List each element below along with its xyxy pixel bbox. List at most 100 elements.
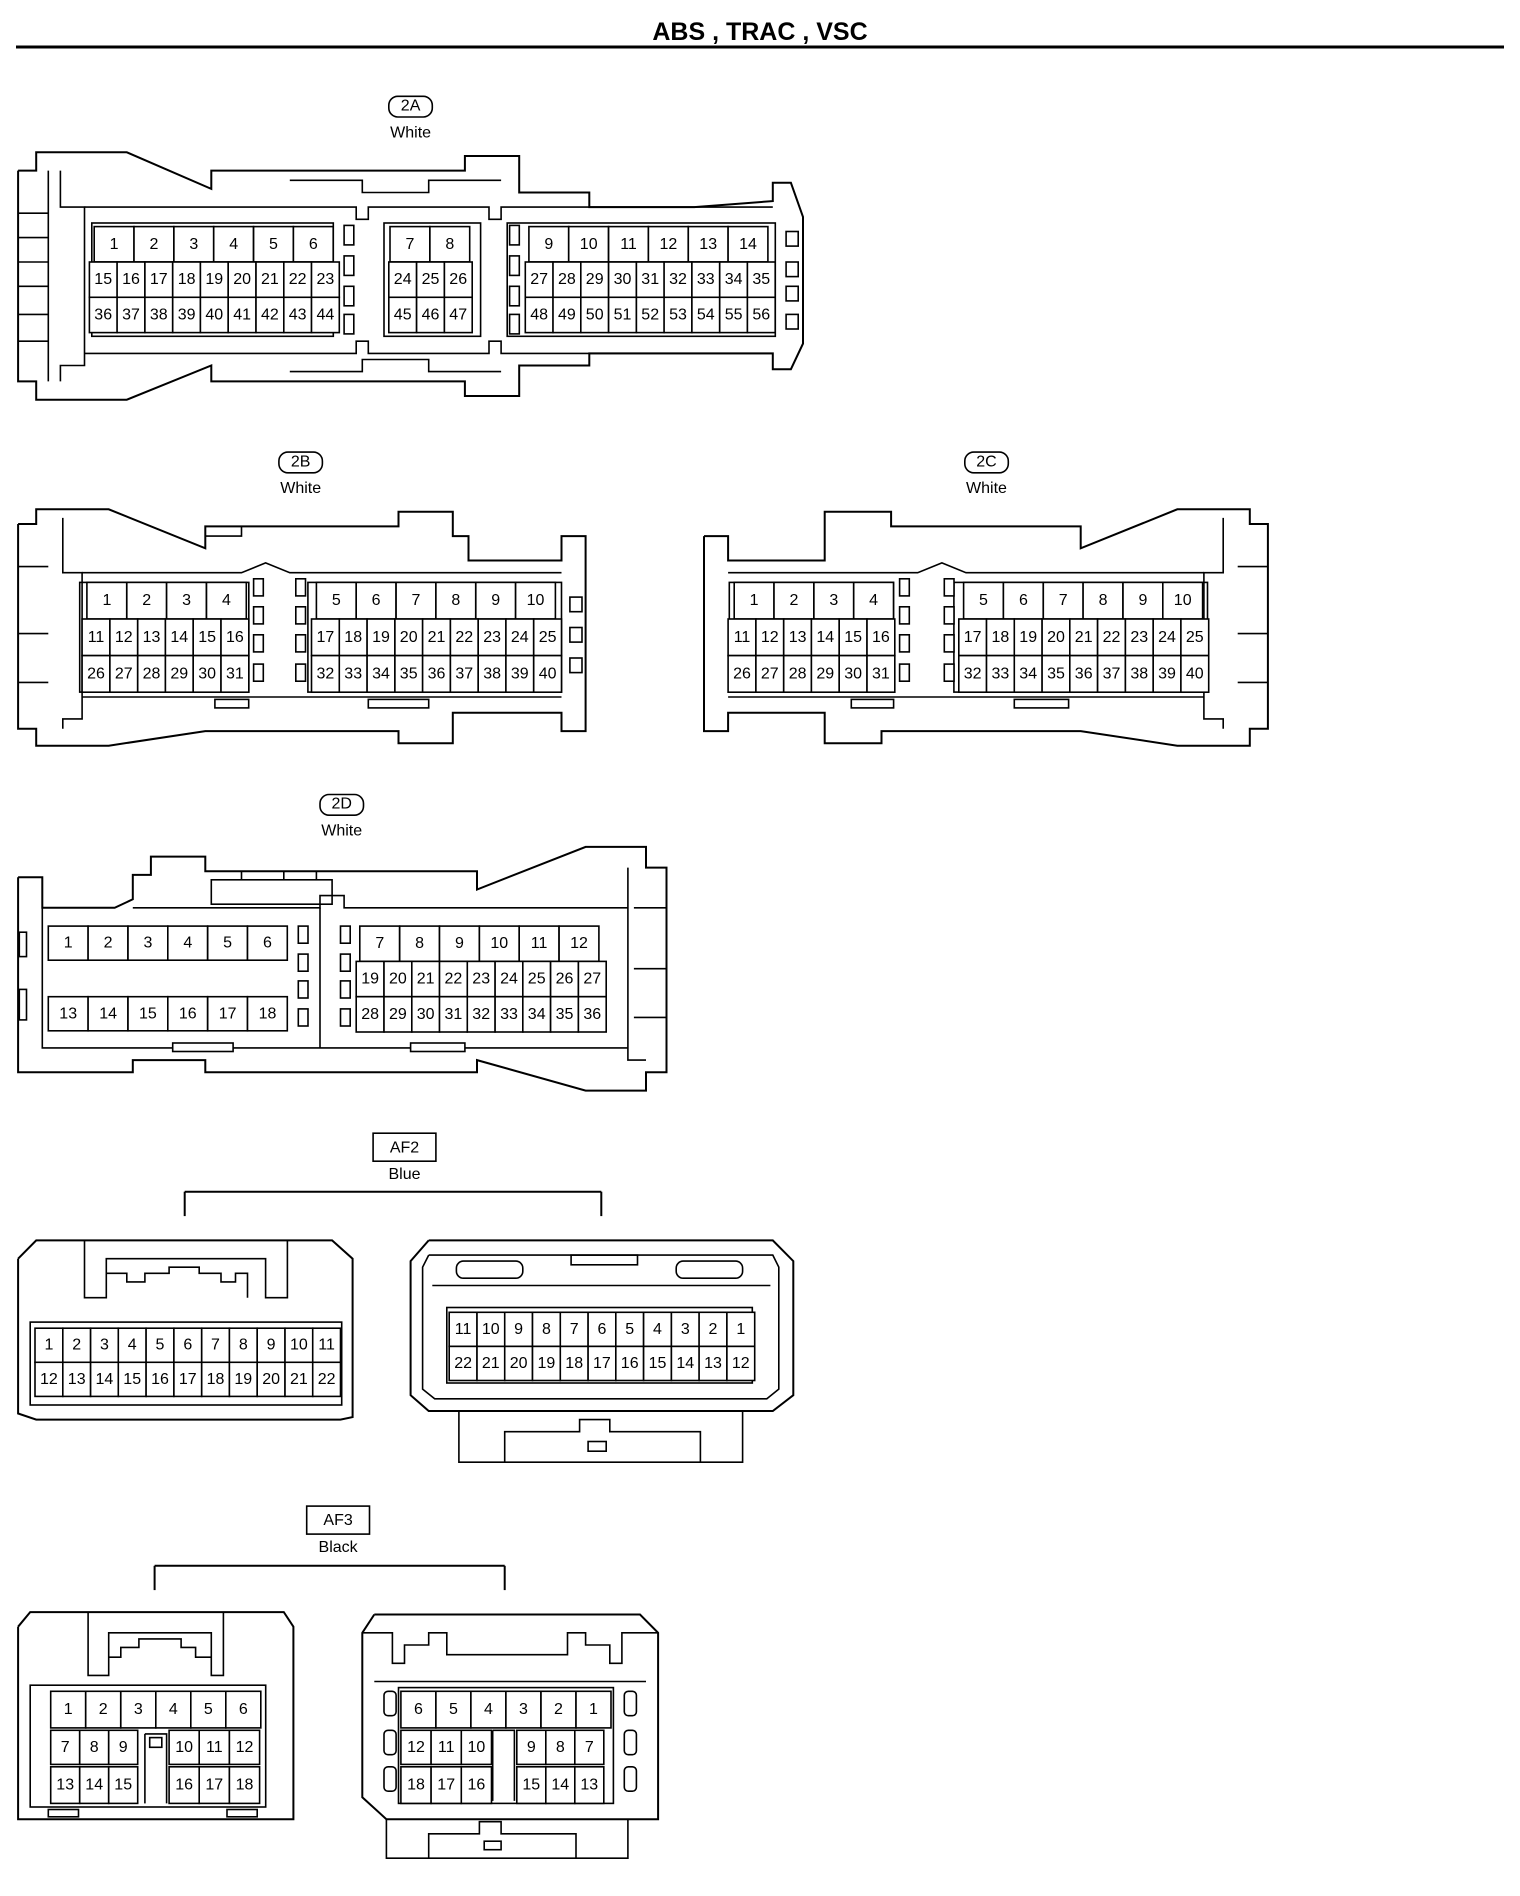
pin-cell <box>198 1729 231 1766</box>
pin-number: 37 <box>122 307 140 324</box>
pin-cell <box>985 654 1016 693</box>
latch-slot <box>294 663 307 682</box>
pin-number: 43 <box>289 307 307 324</box>
pin-number: 18 <box>236 1777 254 1794</box>
connector-color: White <box>321 823 362 840</box>
pin-number: 21 <box>1075 629 1093 646</box>
pin-number: 48 <box>530 307 548 324</box>
pin-cell <box>670 1311 701 1348</box>
housing-outline <box>421 1254 780 1400</box>
pin-cell <box>34 1327 64 1364</box>
latch-slot <box>508 224 521 246</box>
pin-cell <box>205 581 248 620</box>
pin-number: 21 <box>261 271 279 288</box>
pin-number: 20 <box>1047 629 1065 646</box>
latch-slot <box>297 925 309 944</box>
housing-outline <box>385 1819 629 1859</box>
pin-number: 27 <box>115 665 133 682</box>
pin-number: 23 <box>1130 629 1148 646</box>
pin-number: 2 <box>99 1701 108 1718</box>
housing-outline <box>132 894 628 909</box>
pin-number: 3 <box>189 236 198 253</box>
pin-number: 1 <box>750 592 759 609</box>
pin-number: 16 <box>468 1777 486 1794</box>
pin-number: 45 <box>394 307 412 324</box>
pin-number: 24 <box>500 971 518 988</box>
connector-code-box <box>305 1505 371 1535</box>
pin-cell <box>443 261 473 299</box>
pin-number: 1 <box>736 1321 745 1338</box>
pin-number: 6 <box>597 1321 606 1338</box>
pin-cell <box>395 581 437 620</box>
housing-outline <box>703 508 1269 747</box>
pin-cell <box>691 261 721 299</box>
housing-outline <box>362 1632 659 1665</box>
pin-cell <box>726 1345 756 1382</box>
pin-cell <box>577 960 608 998</box>
pin-cell <box>1041 654 1071 693</box>
housing-outline <box>627 867 646 1061</box>
pin-number: 15 <box>844 629 862 646</box>
housing-outline <box>492 1729 516 1801</box>
pin-number: 19 <box>205 271 223 288</box>
pin-cell <box>212 225 255 263</box>
housing-outline <box>17 845 668 1092</box>
pin-number: 20 <box>262 1371 280 1388</box>
pin-cell <box>1096 654 1127 693</box>
pin-cell <box>255 296 285 334</box>
housing-outline <box>17 151 804 401</box>
pin-cell <box>228 1327 258 1364</box>
connector-color: White <box>966 480 1007 497</box>
pin-number: 12 <box>236 1739 254 1756</box>
pin-number: 21 <box>428 629 446 646</box>
pin-cell <box>107 1729 139 1766</box>
pin-number: 27 <box>530 271 548 288</box>
pin-cell <box>164 654 194 693</box>
connector-code-badge <box>963 451 1010 474</box>
pin-number: 13 <box>143 629 161 646</box>
latch-slot <box>785 313 799 330</box>
pin-number: 14 <box>816 629 834 646</box>
pin-number: 7 <box>585 1739 594 1756</box>
pin-number: 3 <box>182 592 191 609</box>
housing-outline <box>728 562 1204 574</box>
pin-number: 9 <box>544 236 553 253</box>
pin-number: 12 <box>732 1355 750 1372</box>
pin-number: 28 <box>789 665 807 682</box>
pin-number: 20 <box>510 1355 528 1372</box>
latch-slot <box>898 605 911 625</box>
page-title: ABS , TRAC , VSC <box>652 18 867 46</box>
housing-outline <box>59 170 86 382</box>
pin-number: 22 <box>289 271 307 288</box>
pin-cell <box>228 1766 261 1805</box>
latch-slot <box>587 1440 607 1452</box>
latch-slot <box>785 261 799 278</box>
pin-cell <box>61 1327 92 1364</box>
pin-number: 2 <box>150 236 159 253</box>
latch-slot <box>343 285 355 307</box>
pin-number: 12 <box>570 935 588 952</box>
pin-cell <box>727 654 757 693</box>
pin-cell <box>852 581 895 620</box>
pin-cell <box>552 296 582 334</box>
pin-number: 40 <box>539 665 557 682</box>
pin-cell <box>1152 618 1182 657</box>
pin-cell <box>311 1361 342 1398</box>
pin-cell <box>810 654 841 693</box>
pin-number: 1 <box>44 1337 53 1354</box>
connector-code-badge <box>278 451 324 474</box>
pin-cell <box>144 261 174 299</box>
pin-number: 23 <box>483 629 501 646</box>
pin-cell <box>435 581 477 620</box>
pin-number: 6 <box>183 1337 192 1354</box>
latch-slot <box>1013 698 1070 709</box>
pin-number: 9 <box>491 592 500 609</box>
pin-number: 13 <box>789 629 807 646</box>
pin-cell <box>410 960 441 998</box>
pin-number: 15 <box>649 1355 667 1372</box>
latch-slot <box>785 230 799 247</box>
housing-outline <box>17 1611 295 1821</box>
pin-number: 12 <box>40 1371 58 1388</box>
pin-number: 6 <box>372 592 381 609</box>
pin-number: 30 <box>844 665 862 682</box>
